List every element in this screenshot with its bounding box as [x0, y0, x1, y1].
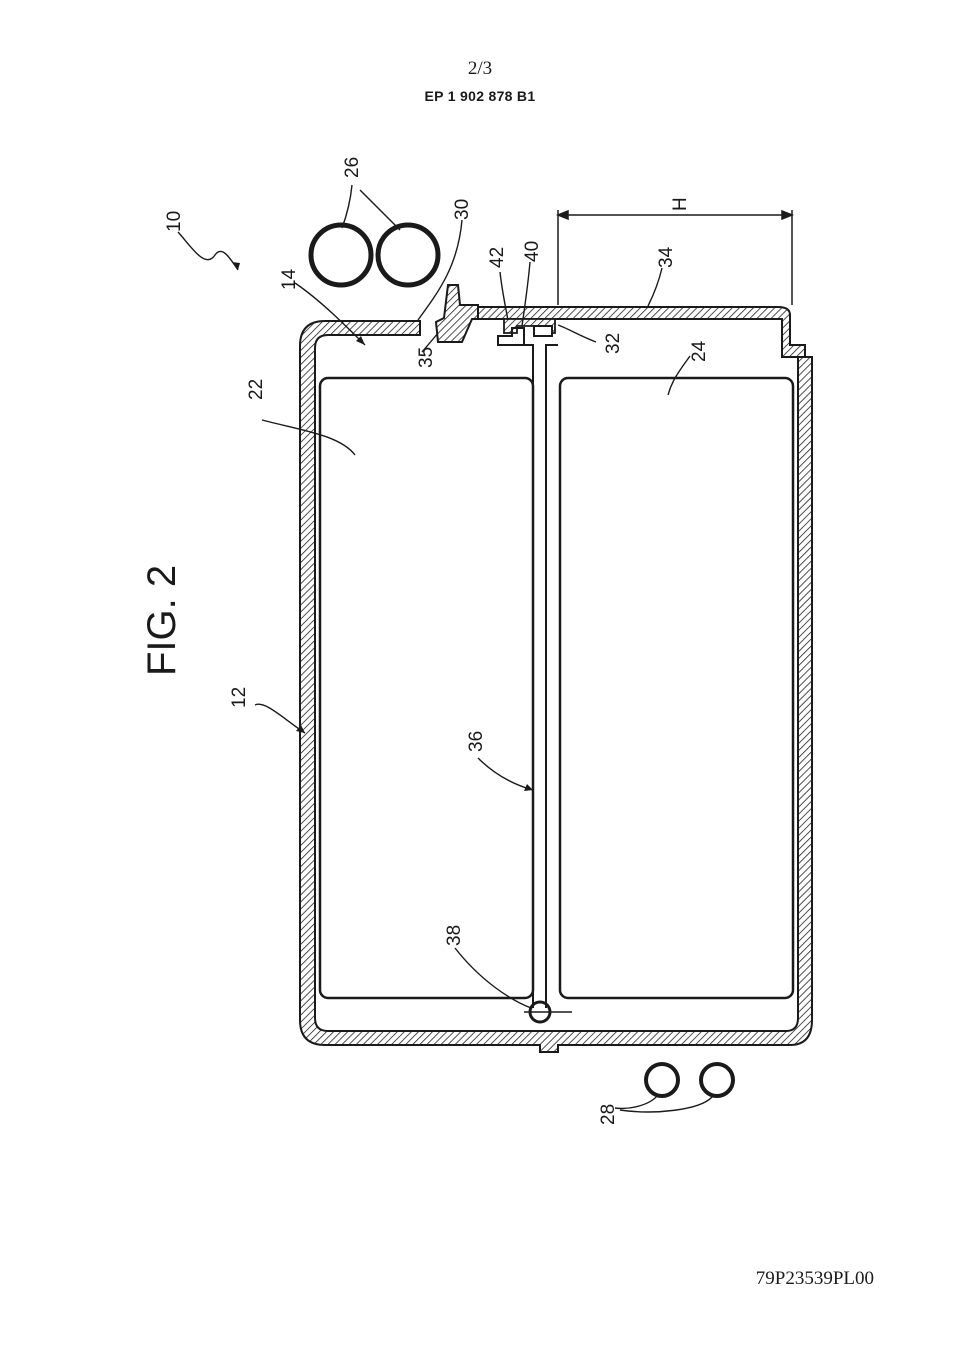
- label-22: 22: [246, 379, 267, 400]
- compartment-24: [558, 376, 795, 1000]
- leader-arrowheads: [232, 262, 533, 791]
- label-32: 32: [603, 333, 624, 354]
- compartment-22: [318, 376, 535, 1000]
- label-24: 24: [689, 340, 710, 362]
- label-40: 40: [522, 241, 543, 262]
- dimension-h: [555, 209, 795, 305]
- label-14: 14: [279, 268, 300, 290]
- label-35: 35: [416, 347, 437, 368]
- hinge-hook: [497, 327, 525, 346]
- label-h: H: [670, 197, 691, 211]
- label-28: 28: [598, 1104, 619, 1125]
- document-code: 79P23539PL00: [755, 1268, 874, 1289]
- roller-28-b: [699, 1062, 735, 1098]
- label-38: 38: [444, 925, 465, 946]
- label-12: 12: [229, 687, 250, 708]
- page-number: 2/3: [467, 58, 493, 79]
- label-26: 26: [342, 157, 363, 178]
- hinge-block: [533, 325, 553, 337]
- label-30: 30: [452, 199, 473, 220]
- label-42: 42: [487, 247, 508, 268]
- roller-26-a: [308, 222, 374, 288]
- label-34: 34: [656, 246, 677, 268]
- publication-number: EP 1 902 878 B1: [424, 88, 536, 104]
- door-panel: [474, 306, 806, 358]
- figure-title: FIG. 2: [140, 565, 184, 676]
- label-10: 10: [164, 211, 185, 232]
- housing-wall: [299, 320, 813, 1053]
- label-36: 36: [466, 731, 487, 752]
- roller-26-b: [375, 222, 441, 288]
- seal-element: [434, 284, 479, 343]
- roller-28-a: [644, 1062, 680, 1098]
- shelf-top: [497, 344, 558, 352]
